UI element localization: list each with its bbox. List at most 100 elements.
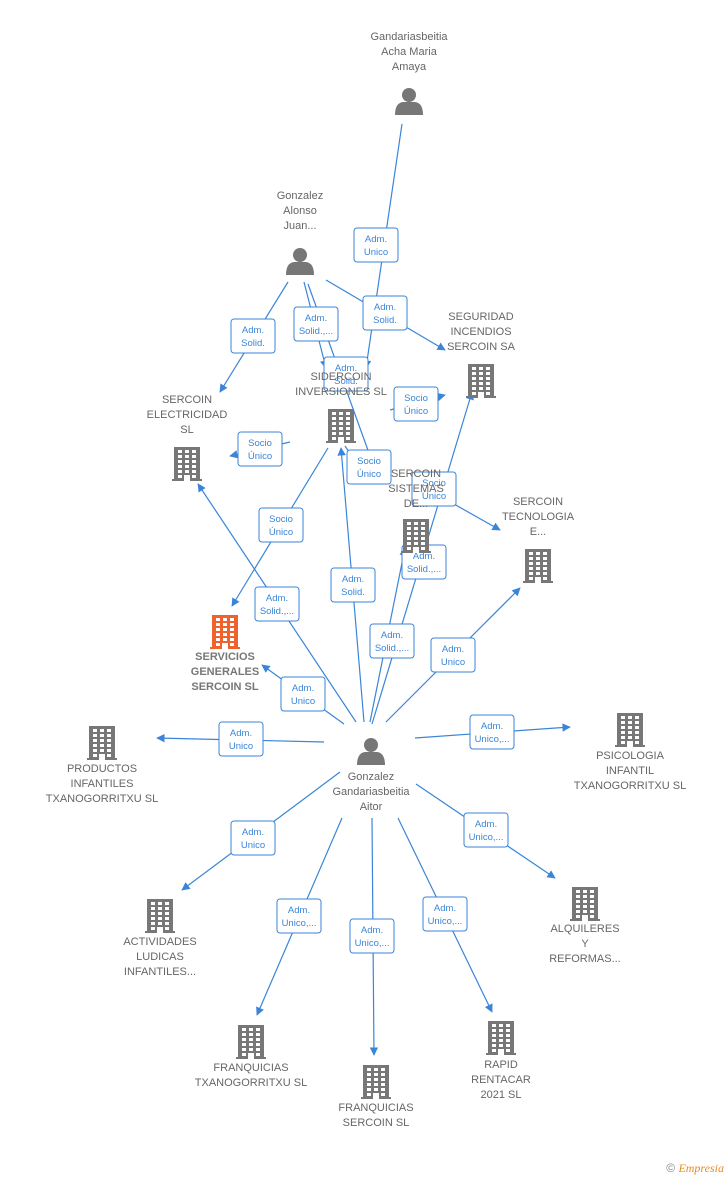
node-label: ACTIVIDADES (123, 936, 196, 948)
edge-label-text: Socio (248, 438, 272, 449)
edge-label-text: Unico (229, 741, 253, 752)
node-label: DE... (404, 498, 428, 510)
edge-label-text: Adm. (374, 302, 396, 313)
edge-label[interactable]: Adm.Unico (353, 227, 399, 263)
node-sercoin_sistemas[interactable]: SERCOINSISTEMASDE... (388, 468, 444, 553)
edge-label-box[interactable] (463, 812, 509, 848)
edge-label-box[interactable] (330, 567, 376, 603)
edge-label-text: Unico,... (428, 916, 463, 927)
node-label: SERVICIOS (195, 651, 255, 663)
edge-label-box[interactable] (411, 471, 457, 507)
edge-label-text: Socio (422, 478, 446, 489)
person-icon (357, 738, 385, 765)
edge-label-box[interactable] (230, 318, 276, 354)
watermark: © Empresia (666, 1161, 724, 1176)
edge-label-text: Único (404, 406, 428, 417)
edge-label[interactable]: Adm.Solid. (330, 567, 376, 603)
node-label: INCENDIOS (450, 326, 511, 338)
building-icon (523, 549, 553, 583)
edge-label[interactable]: Adm. Unico (218, 721, 264, 757)
edge-label-box[interactable] (422, 896, 468, 932)
node-label: INFANTIL (606, 765, 654, 777)
focus-building-icon (210, 615, 240, 649)
edge-label-text: Adm. (442, 644, 464, 655)
edge-label-box[interactable] (393, 386, 439, 422)
edge-label[interactable]: Adm.Unico (430, 637, 476, 673)
edge-label-box[interactable] (280, 676, 326, 712)
edge-label[interactable]: Adm. Solid.,... (369, 623, 415, 659)
edge-label-text: Adm. (413, 551, 435, 562)
node-label: INFANTILES (71, 778, 134, 790)
node-label: INVERSIONES SL (295, 386, 387, 398)
edge-label-text: Unico,... (475, 734, 510, 745)
edge-label-box[interactable] (218, 721, 264, 757)
edge-label-box[interactable] (254, 586, 300, 622)
edge-label-box[interactable] (230, 820, 276, 856)
node-sercoin_tecnologia[interactable]: SERCOINTECNOLOGIAE... (502, 496, 575, 583)
edge-label-text: Adm. (361, 925, 383, 936)
edge-label-box[interactable] (276, 898, 322, 934)
edge-label-box[interactable] (293, 306, 339, 342)
edge-label[interactable]: Adm.Solid. (230, 318, 276, 354)
edge-label-text: Solid.,... (375, 643, 409, 654)
edge-label[interactable]: Adm.Solid.,... (293, 306, 339, 342)
edge-label-box[interactable] (430, 637, 476, 673)
edge-label[interactable]: Adm.Solid.,... (254, 586, 300, 622)
edge-label-text: Adm. (230, 728, 252, 739)
node-label: SERCOIN (513, 496, 563, 508)
edge-label-box[interactable] (369, 623, 415, 659)
edge-label-text: Único (357, 469, 381, 480)
edge-label[interactable]: Adm.Solid.,... (401, 544, 447, 580)
building-icon (615, 713, 645, 747)
node-label: TXANOGORRITXU SL (574, 780, 686, 792)
edge-label-box[interactable] (353, 227, 399, 263)
edge-label-box[interactable] (349, 918, 395, 954)
edge-label-box[interactable] (346, 449, 392, 485)
edge-label[interactable]: Adm.Unico (280, 676, 326, 712)
edge-label[interactable]: Adm.Unico,... (276, 898, 322, 934)
building-icon (570, 887, 600, 921)
edge-label-text: Adm. (342, 574, 364, 585)
edge-label-text: Único (248, 451, 272, 462)
edge-label[interactable]: Adm.Solid. (323, 356, 369, 392)
edge-label-box[interactable] (323, 356, 369, 392)
edge-label-text: Adm. (381, 630, 403, 641)
edge-label[interactable]: Adm.Unico,... (463, 812, 509, 848)
edge-label[interactable]: Adm.Solid. (362, 295, 408, 331)
node-alquileres[interactable]: ALQUILERESYREFORMAS... (549, 887, 621, 965)
node-label: Gandariasbeitia (370, 31, 448, 43)
edge-label-text: Adm. (242, 827, 264, 838)
node-label: LUDICAS (136, 951, 184, 963)
node-gonzalez_alonso[interactable]: GonzalezAlonsoJuan... (277, 190, 323, 275)
edge-label[interactable]: Adm.Unico,... (469, 714, 515, 750)
edge-label-box[interactable] (362, 295, 408, 331)
node-actividades_ludicas[interactable]: ACTIVIDADESLUDICASINFANTILES... (123, 899, 197, 978)
building-icon (486, 1021, 516, 1055)
copyright-symbol: © (666, 1161, 676, 1175)
node-label: SERCOIN (391, 468, 441, 480)
edge-label-box[interactable] (258, 507, 304, 543)
edge-label[interactable]: Adm.Unico,... (349, 918, 395, 954)
edge-label-box[interactable] (469, 714, 515, 750)
edge-label[interactable]: Adm.Unico (230, 820, 276, 856)
edge-label-box[interactable] (237, 431, 283, 467)
node-label: Aitor (360, 801, 383, 813)
edge-label[interactable]: Adm.Unico,... (422, 896, 468, 932)
